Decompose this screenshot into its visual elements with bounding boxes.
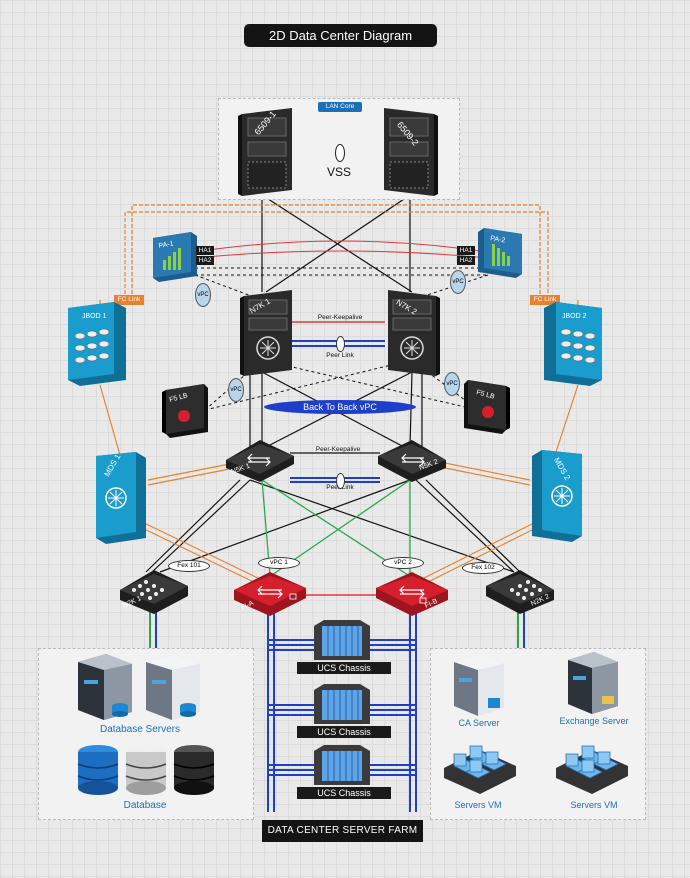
ucs-chassis-1-label: UCS Chassis bbox=[297, 662, 391, 674]
jbod-2-label: JBOD 2 bbox=[562, 313, 587, 320]
vpc-1-label: vPC 1 bbox=[258, 557, 300, 569]
database-blue[interactable] bbox=[76, 744, 120, 796]
vss-label: VSS bbox=[326, 165, 351, 179]
n2k-2[interactable]: N2K 2 bbox=[486, 568, 554, 616]
ca-server-label: CA Server bbox=[458, 718, 500, 728]
diagram-title: 2D Data Center Diagram bbox=[244, 24, 437, 47]
n7k-2[interactable]: N7K 2 bbox=[384, 290, 440, 376]
server-farm-footer: DATA CENTER SERVER FARM bbox=[262, 820, 423, 842]
fex-101-label: Fex 101 bbox=[168, 560, 210, 572]
servers-vm-1-label: Servers VM bbox=[454, 800, 502, 810]
ucs-chassis-2-label: UCS Chassis bbox=[297, 726, 391, 738]
pa-1-ha1: HA1 bbox=[196, 246, 214, 255]
servers-vm-2[interactable] bbox=[556, 744, 628, 796]
pa-2-ha2: HA2 bbox=[457, 256, 475, 265]
database-grey[interactable] bbox=[124, 744, 168, 796]
n2k-1[interactable]: N2K 1 bbox=[120, 568, 188, 616]
ucs-chassis-3-label: UCS Chassis bbox=[297, 787, 391, 799]
pa-1-label: PA-1 bbox=[158, 240, 174, 250]
n5k-peer-keepalive-label: Peer-Keepalive bbox=[315, 446, 361, 453]
n5k-2[interactable]: N5K 2 bbox=[378, 440, 446, 482]
n5k-1[interactable]: N5K 1 bbox=[226, 440, 294, 482]
core-switch-1[interactable]: 6509-1 bbox=[238, 108, 296, 196]
servers-vm-1[interactable] bbox=[444, 744, 516, 796]
servers-vm-2-label: Servers VM bbox=[570, 800, 618, 810]
back-to-back-vpc-oval: Back To Back vPC bbox=[264, 400, 416, 414]
f5-left-label: F5 LB bbox=[169, 392, 189, 404]
database-black[interactable] bbox=[172, 744, 216, 796]
fc-link-right: FC Link bbox=[530, 295, 560, 305]
ca-server[interactable] bbox=[454, 654, 504, 716]
pa-2-label: PA-2 bbox=[490, 235, 506, 245]
mds-1[interactable]: MDS 1 bbox=[96, 452, 146, 544]
lan-core-label: LAN Core bbox=[318, 102, 362, 112]
n5k-peer-link-oval bbox=[336, 473, 345, 489]
jbod-1-label: JBOD 1 bbox=[82, 313, 107, 320]
f5-lb-left[interactable]: F5 LB bbox=[162, 384, 208, 438]
n7k-peer-link-label: Peer Link bbox=[326, 352, 354, 359]
jbod-2[interactable]: JBOD 2 bbox=[544, 302, 602, 386]
vpc-oval-pa1: vPC bbox=[195, 283, 211, 307]
firewall-pa-2[interactable]: PA-2 bbox=[478, 228, 522, 278]
vss-oval bbox=[335, 144, 345, 162]
vpc-oval-pa2: vPC bbox=[450, 270, 466, 294]
mds-2[interactable]: MDS 2 bbox=[532, 450, 582, 542]
jbod-1[interactable]: JBOD 1 bbox=[68, 302, 126, 386]
vpc-2-label: vPC 2 bbox=[382, 557, 424, 569]
ucs-chassis-2[interactable] bbox=[314, 684, 370, 726]
ucs-chassis-3[interactable] bbox=[314, 745, 370, 787]
exchange-server-label: Exchange Server bbox=[559, 716, 629, 726]
vpc-oval-f5-right: vPC bbox=[444, 372, 460, 396]
fabric-interconnect-b[interactable]: FI-B bbox=[376, 570, 448, 616]
fex-102-label: Fex 102 bbox=[462, 562, 504, 574]
pa-2-ha1: HA1 bbox=[457, 246, 475, 255]
n7k-peer-link-oval bbox=[336, 336, 345, 352]
ucs-chassis-1[interactable] bbox=[314, 620, 370, 662]
f5-right-label: F5 LB bbox=[475, 389, 495, 401]
database-server-2[interactable] bbox=[146, 654, 200, 720]
firewall-pa-1[interactable]: PA-1 bbox=[153, 232, 197, 282]
database-label: Database bbox=[123, 800, 167, 811]
fc-link-left: FC Link bbox=[114, 295, 144, 305]
fabric-interconnect-a[interactable]: FI-A bbox=[234, 570, 306, 616]
f5-lb-right[interactable]: F5 LB bbox=[464, 380, 510, 434]
exchange-server[interactable] bbox=[568, 652, 618, 714]
database-server-1[interactable] bbox=[78, 654, 132, 720]
pa-1-ha2: HA2 bbox=[196, 256, 214, 265]
n7k-1[interactable]: N7K 1 bbox=[240, 290, 296, 376]
core-switch-2[interactable]: 6509-2 bbox=[380, 108, 438, 196]
n7k-peer-keepalive-label: Peer-Keepalive bbox=[317, 314, 363, 321]
vpc-oval-f5-left: vPC bbox=[228, 378, 244, 402]
database-servers-label: Database Servers bbox=[99, 724, 181, 735]
